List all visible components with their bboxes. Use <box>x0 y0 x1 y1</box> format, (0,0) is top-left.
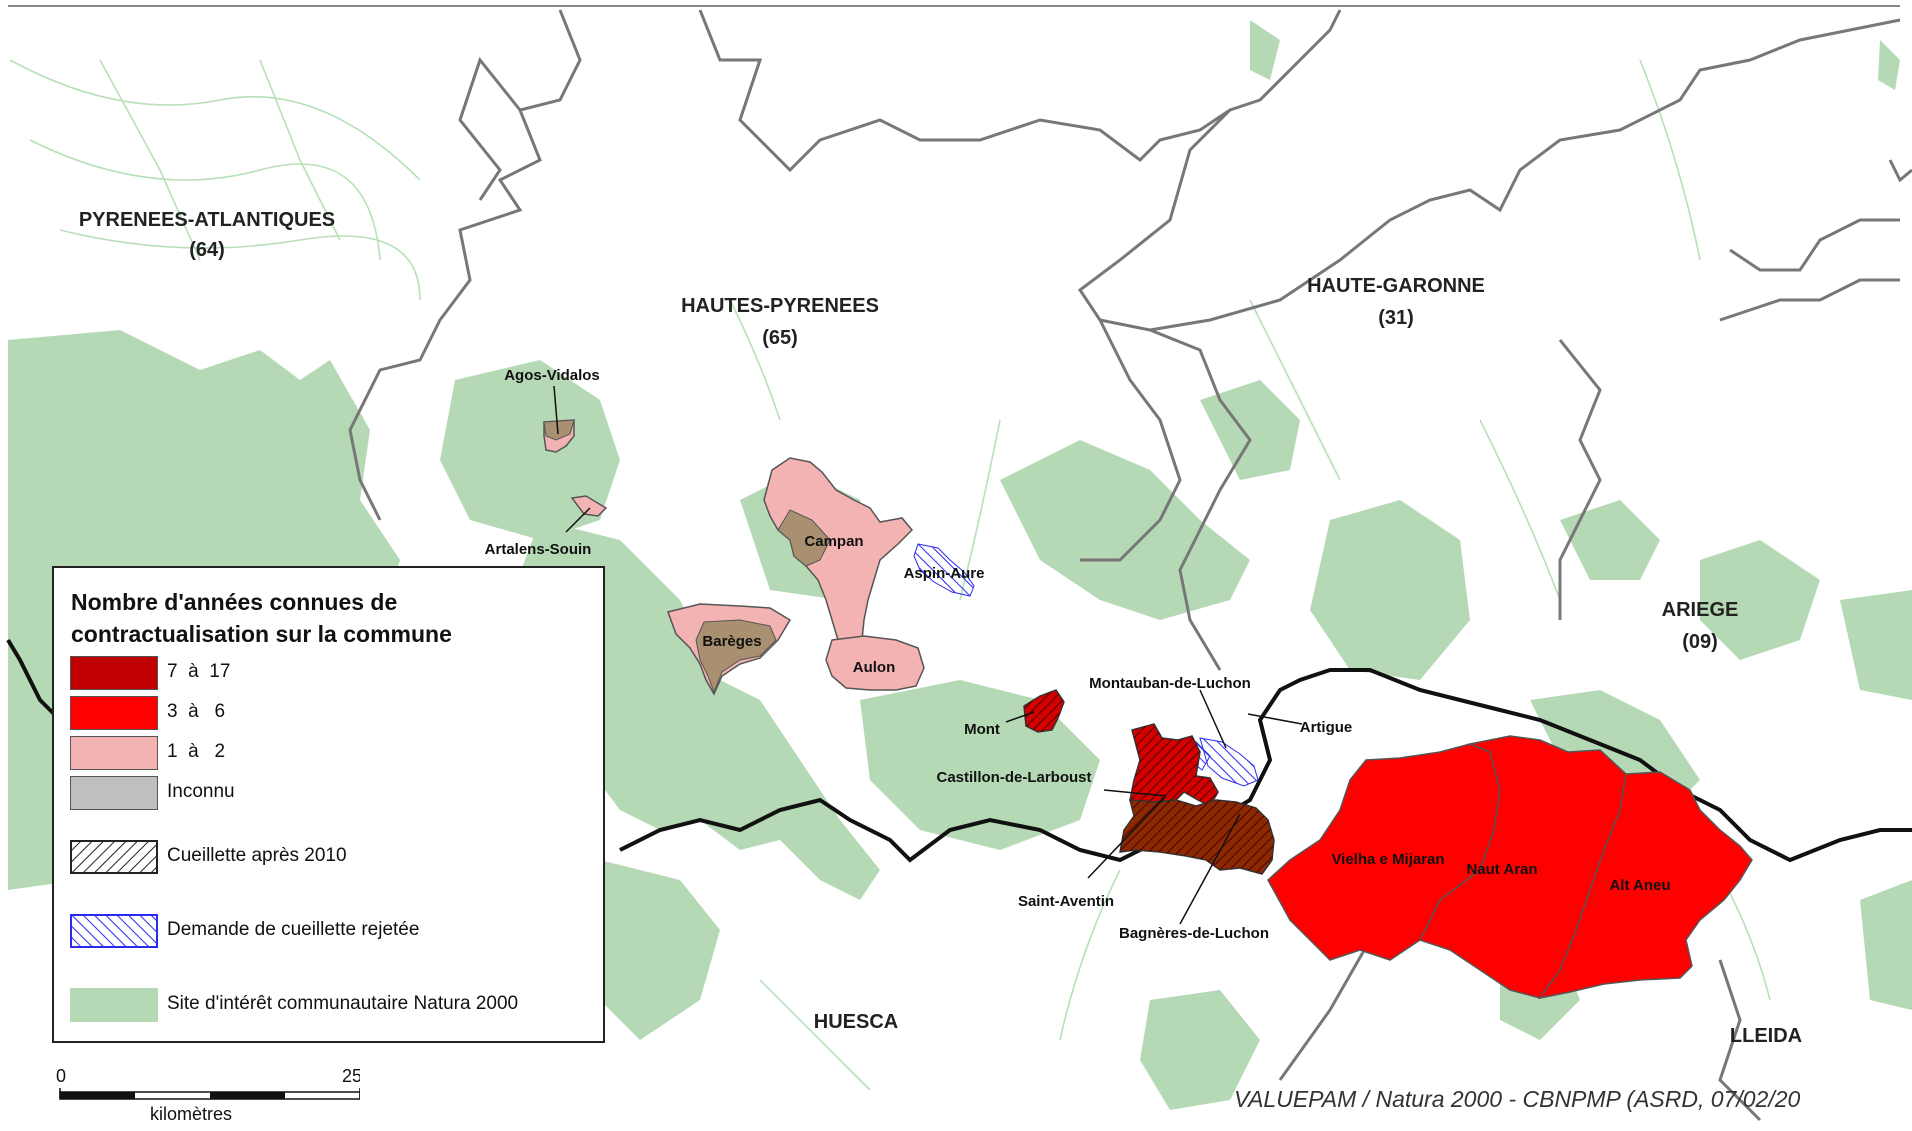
label-artalens-souin: Artalens-Souin <box>485 541 592 558</box>
region-code-ariege: (09) <box>1682 631 1718 653</box>
label-naut-aran: Naut Aran <box>1466 861 1537 878</box>
label-vielha-e-mijaran: Vielha e Mijaran <box>1331 851 1444 868</box>
commune-montauban-de-luchon <box>1199 737 1259 787</box>
region-label-lleida: LLEIDA <box>1730 1025 1802 1047</box>
commune-agos-vidalos-unknown <box>543 419 575 441</box>
legend-swatch-rejetee <box>70 914 158 948</box>
label-bagneres-de-luchon: Bagnères-de-Luchon <box>1119 925 1269 942</box>
legend-label-1-2: 1 à 2 <box>167 741 226 762</box>
scale-start: 0 <box>56 1066 66 1086</box>
legend-swatch-inconnu <box>70 776 158 810</box>
label-artigue: Artigue <box>1300 719 1353 736</box>
label-castillon-de-larboust: Castillon-de-Larboust <box>936 769 1091 786</box>
legend-label-3-6: 3 à 6 <box>167 701 226 722</box>
commune-bareges-unknown <box>695 619 777 694</box>
region-label-hautes-pyrenees: HAUTES-PYRENEES <box>681 295 879 317</box>
legend-title: Nombre d'années connues de contractualis… <box>71 589 452 647</box>
legend-swatch-7-17 <box>70 656 158 690</box>
label-aulon: Aulon <box>853 659 896 676</box>
legend-swatch-3-6 <box>70 696 158 730</box>
label-aspin-aure: Aspin-Aure <box>904 565 985 582</box>
legend-swatch-cueillette <box>70 840 158 874</box>
legend-label-7-17: 7 à 17 <box>167 661 231 682</box>
label-montauban-de-luchon: Montauban-de-Luchon <box>1089 675 1251 692</box>
region-label-huesca: HUESCA <box>814 1011 898 1033</box>
scale-end: 25 <box>342 1066 360 1086</box>
label-saint-aventin: Saint-Aventin <box>1018 893 1114 910</box>
communes <box>543 419 1753 1000</box>
legend-label-natura: Site d'intérêt communautaire Natura 2000 <box>167 993 519 1014</box>
leader-lines <box>553 385 1303 925</box>
label-mont: Mont <box>964 721 1000 738</box>
scale-unit: kilomètres <box>150 1104 232 1124</box>
label-bareges: Barèges <box>702 633 761 650</box>
commune-aspin-aure <box>913 543 975 597</box>
region-code-haute-garonne: (31) <box>1378 307 1414 329</box>
map-credit: VALUEPAM / Natura 2000 - CBNPMP (ASRD, 0… <box>1234 1086 1801 1112</box>
legend-label-inconnu: Inconnu <box>167 781 235 802</box>
commune-aulon <box>825 635 925 691</box>
region-code-hautes-pyrenees: (65) <box>762 327 798 349</box>
commune-campan-unknown <box>777 509 831 567</box>
legend-label-cueillette: Cueillette après 2010 <box>167 845 347 866</box>
region-labels: PYRENEES-ATLANTIQUES (64) HAUTES-PYRENEE… <box>79 209 1802 1047</box>
label-campan: Campan <box>804 533 863 550</box>
department-borders <box>348 9 1912 1122</box>
commune-mont-hatch <box>1024 690 1064 732</box>
region-label-haute-garonne: HAUTE-GARONNE <box>1307 275 1485 297</box>
legend-label-rejetee: Demande de cueillette rejetée <box>167 919 420 940</box>
map-legend: Nombre d'années connues de contractualis… <box>52 566 605 1043</box>
region-label-ariege: ARIEGE <box>1662 599 1739 621</box>
commune-castillon-hatch <box>1130 724 1218 806</box>
region-label-pyrenees-atlantiques: PYRENEES-ATLANTIQUES <box>79 209 335 231</box>
label-alt-aneu: Alt Aneu <box>1609 877 1670 894</box>
commune-labels: Agos-Vidalos Artalens-Souin Campan Barèg… <box>485 367 1671 942</box>
label-agos-vidalos: Agos-Vidalos <box>504 367 600 384</box>
scale-bar: 0 25 kilomètres <box>50 1064 362 1124</box>
commune-bagneres-hatch <box>1120 800 1274 874</box>
legend-swatch-natura <box>70 988 158 1022</box>
region-code-pyrenees-atlantiques: (64) <box>189 239 225 261</box>
scale-bar-graphic: 0 25 kilomètres <box>56 1066 362 1124</box>
france-spain-border-west <box>6 638 62 722</box>
commune-alt-aneu <box>1538 771 1753 1000</box>
legend-swatch-1-2 <box>70 736 158 770</box>
